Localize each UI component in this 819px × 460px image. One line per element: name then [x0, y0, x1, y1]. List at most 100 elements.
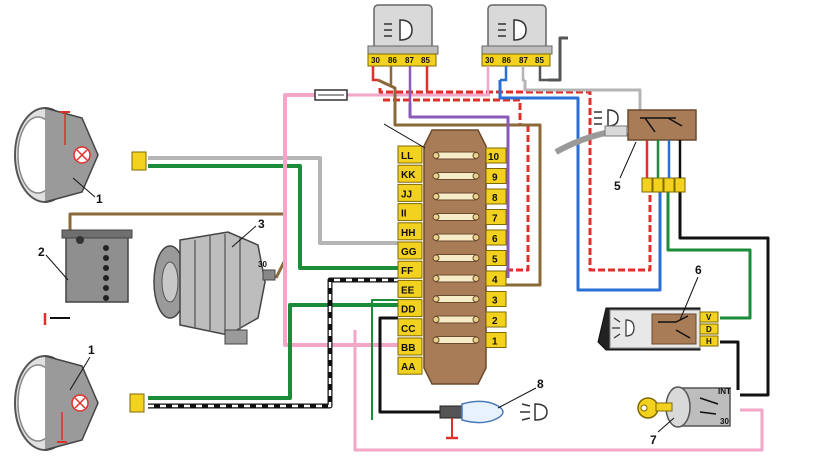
switch-pos-h: H	[706, 337, 712, 346]
indicator-lamp-light-icon	[520, 403, 548, 421]
fuse-letter-box	[397, 299, 423, 318]
relay-right-pin-85: 85	[535, 56, 544, 65]
generator-terminal-post	[262, 269, 276, 281]
callout-1b: 1	[88, 343, 95, 357]
fuse-letter-box	[397, 318, 423, 337]
light-switch-relay-connectors	[641, 177, 686, 193]
headlamp-bottom: 1	[14, 343, 145, 451]
fuse-element	[433, 213, 479, 221]
callout-2-leader	[45, 254, 69, 281]
callout-5-leader	[619, 141, 637, 179]
callout-7-leader	[657, 417, 675, 433]
callout-3-leader	[231, 225, 257, 248]
fuse-letter-box	[397, 183, 423, 202]
ignition-key-hole	[640, 404, 648, 412]
battery-top	[61, 229, 133, 239]
headlamp-top-connector	[131, 151, 147, 171]
callout-2: 2	[38, 245, 45, 259]
fuse-number-label: 6	[492, 234, 498, 245]
wire-green-headlamp-top	[148, 164, 398, 270]
light-switch-relay-body	[627, 109, 697, 141]
wire-black-switch	[678, 185, 770, 397]
fuse-contact	[432, 336, 440, 344]
ignition-switch: INT 30 7	[637, 386, 731, 447]
fuse-contact	[432, 254, 440, 262]
fuse-block-marker-leader	[383, 123, 426, 149]
fuse-letter-box	[397, 222, 423, 241]
fuse-letter-label: EE	[401, 285, 415, 296]
fuse-number-label: 1	[492, 337, 498, 348]
fuse-element	[433, 254, 479, 262]
switch-pos-d: D	[706, 325, 712, 334]
wire-violet	[408, 103, 510, 278]
ignition-key-blade	[655, 402, 673, 412]
light-switch-relay-contacts	[640, 117, 683, 133]
fuse-element	[433, 172, 479, 180]
fuse-contact	[432, 234, 440, 241]
fuse-contact	[432, 275, 440, 282]
wire-brown-relay	[377, 78, 542, 287]
fuse-letter-label: CC	[401, 324, 415, 335]
fuse-number-box	[485, 291, 507, 307]
fuse-number-box	[485, 311, 507, 328]
relay-left-pin-85: 85	[421, 56, 430, 65]
callout-6-leader	[679, 276, 699, 321]
fuse-letter-box	[397, 260, 423, 279]
wire-gray-relay	[523, 80, 642, 113]
callout-7: 7	[650, 433, 657, 447]
ignition-terminal-int: INT	[718, 387, 731, 396]
ignition-switch-contacts	[699, 397, 719, 415]
callout-1a-leader	[72, 177, 96, 198]
fuse-contact	[472, 254, 480, 262]
relay-right-pins	[481, 53, 551, 67]
wire-green-switch	[666, 185, 752, 320]
fuse-number-label: 4	[492, 275, 498, 286]
fuse-number-box	[485, 147, 507, 164]
ignition-terminal-30: 30	[720, 417, 729, 426]
callout-8-leader	[497, 387, 537, 409]
headlight-switch-lamp-icon	[612, 317, 635, 339]
fuse-contact	[432, 295, 440, 303]
headlamp-top-bulb-cross-icon	[76, 149, 88, 161]
indicator-lamp: 8	[439, 377, 548, 440]
fuse-letter-label: AA	[401, 362, 415, 373]
fuse-contact	[472, 336, 480, 344]
indicator-lamp-socket	[439, 405, 463, 419]
wire-pink-bottom	[353, 330, 764, 452]
fuse-element	[433, 151, 479, 160]
fuse-number-label: 3	[492, 296, 498, 307]
callout-5: 5	[614, 179, 621, 193]
fuse-contact	[472, 213, 480, 221]
fuse-letter-box	[397, 356, 423, 375]
fuse-letter-box	[397, 241, 423, 260]
fuse-contact	[472, 234, 480, 241]
fuse-letter-box	[397, 203, 423, 222]
relay-right-headlight-icon	[498, 19, 527, 41]
fuse-contact	[432, 172, 440, 180]
relay-right-pin-86: 86	[502, 56, 511, 65]
battery-terminal-positive	[76, 236, 84, 244]
relay-wire-stubs	[371, 66, 548, 103]
switch-lever-cap	[604, 125, 628, 137]
wire-pink-main	[283, 93, 398, 347]
callout-6: 6	[695, 263, 702, 277]
fuse-letter-label: KK	[401, 170, 416, 181]
callout-3: 3	[258, 217, 265, 231]
fuse-letter-label: HH	[401, 228, 415, 239]
fuse-number-box	[485, 229, 507, 246]
fuse-number-label: 5	[492, 255, 498, 266]
indicator-lamp-bulb-icon	[461, 400, 504, 424]
relay-left-pin-87: 87	[405, 56, 414, 65]
fuse-element	[433, 315, 479, 324]
headlamp-top: 1	[14, 107, 147, 206]
light-switch-relay-leads	[645, 140, 682, 178]
fuse-letter-label: FF	[401, 266, 413, 277]
relay-left: 30 86 87 85	[367, 4, 439, 67]
fuse-letter-box	[397, 337, 423, 356]
headlamp-bottom-bulb-cross-icon	[74, 397, 86, 409]
fuse-element	[433, 233, 479, 242]
inline-fuse	[314, 89, 348, 101]
fuse-element	[433, 192, 479, 201]
headlight-switch: V D H 6	[597, 263, 719, 351]
